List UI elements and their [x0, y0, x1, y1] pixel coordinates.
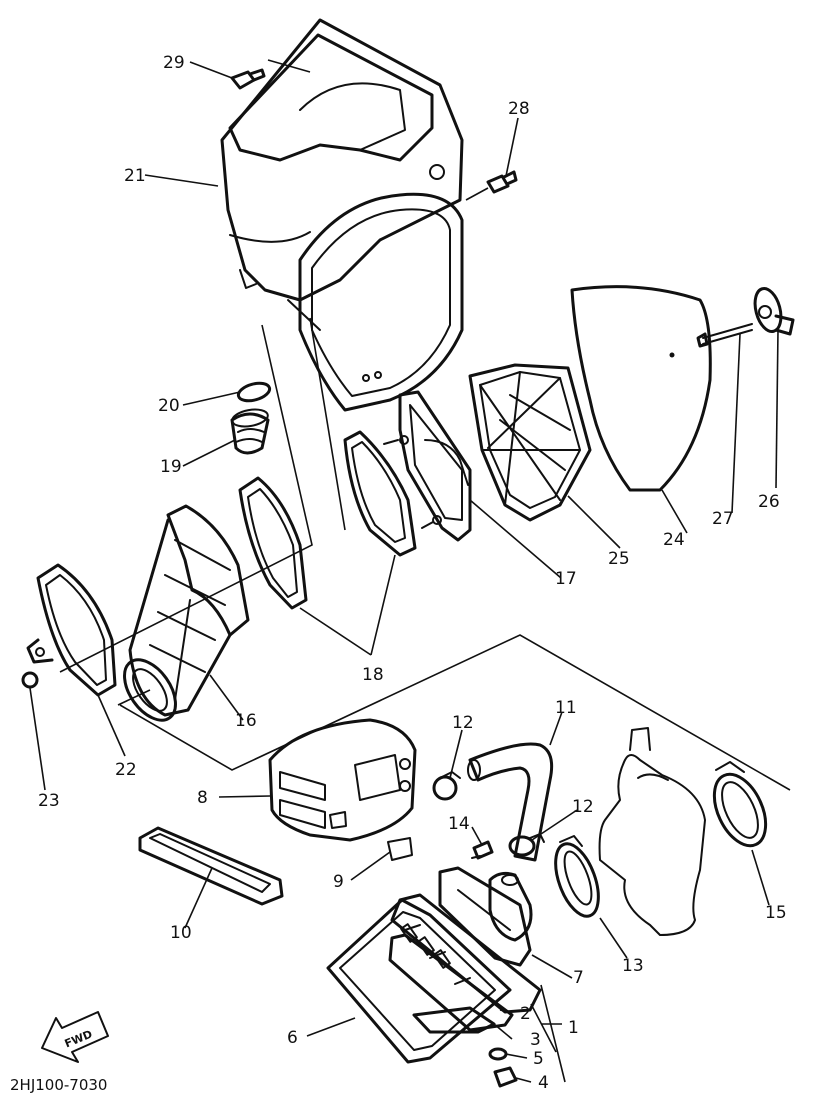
part-29-bolt	[230, 68, 266, 90]
callout-19: 19	[160, 457, 182, 477]
callout-11: 11	[555, 698, 577, 718]
callout-1: 1	[568, 1018, 579, 1038]
callout-27: 27	[712, 509, 734, 529]
part-19-joint	[230, 408, 270, 455]
part-23-screw	[21, 671, 39, 689]
callout-13: 13	[622, 956, 644, 976]
part-11-hose	[467, 742, 554, 862]
callout-6: 6	[287, 1028, 298, 1048]
part-25-guide	[468, 363, 592, 522]
fwd-label: FWD	[63, 1028, 95, 1051]
part-24-filter-element	[570, 285, 712, 492]
part-28-bolt	[486, 170, 518, 194]
part-3-stopper	[412, 1006, 496, 1034]
callout-labels: 29 21 28 20 19 24 27 26 25 17 18 16 22 2…	[38, 53, 787, 1093]
callout-4: 4	[538, 1073, 549, 1093]
part-21-air-filter-case	[220, 18, 464, 412]
callout-3: 3	[530, 1030, 541, 1050]
callout-15: 15	[765, 903, 787, 923]
callout-7: 7	[573, 968, 584, 988]
callout-12-lower: 12	[572, 797, 594, 817]
part-18-gasket-b	[238, 476, 308, 610]
callout-22: 22	[115, 760, 137, 780]
part-17-plate	[383, 390, 472, 542]
callout-5: 5	[533, 1049, 544, 1069]
part-8-cover	[268, 718, 417, 842]
carburetor-outline	[598, 727, 706, 936]
part-12-clamp-upper	[432, 771, 461, 801]
part-15-clamp	[712, 761, 768, 848]
part-18-gasket-a	[343, 430, 417, 557]
leader-lines	[29, 59, 779, 1083]
callout-18: 18	[362, 665, 384, 685]
part-13-carb-clamp	[554, 835, 600, 918]
callout-29: 29	[163, 53, 185, 73]
part-4-screw	[493, 1066, 518, 1088]
part-2-reed-valve	[388, 893, 542, 1032]
assembly-guide-lines	[59, 317, 791, 791]
callout-10: 10	[170, 923, 192, 943]
part-22-cover	[26, 563, 117, 697]
callout-24: 24	[663, 530, 685, 550]
callout-23: 23	[38, 791, 60, 811]
part-5-washer	[488, 1047, 508, 1061]
part-6-gasket	[326, 898, 512, 1064]
callout-9: 9	[333, 872, 344, 892]
part-20-clamp	[236, 381, 272, 403]
drawing-code: 2HJ100-7030	[10, 1076, 107, 1094]
part-14-screw	[471, 840, 494, 860]
callout-17: 17	[555, 569, 577, 589]
callout-28: 28	[508, 99, 530, 119]
callout-2: 2	[520, 1004, 531, 1024]
fwd-arrow-icon: FWD	[41, 1011, 109, 1063]
part-16-air-duct	[123, 504, 250, 722]
part-9-label	[387, 837, 413, 861]
callout-8: 8	[197, 788, 208, 808]
part-27-bolt	[696, 323, 753, 348]
callout-16: 16	[235, 711, 257, 731]
part-26-wing-nut	[753, 287, 795, 336]
callout-21: 21	[124, 166, 146, 186]
callout-14: 14	[448, 814, 470, 834]
callout-26: 26	[758, 492, 780, 512]
part-7-carb-joint	[438, 866, 533, 967]
callout-25: 25	[608, 549, 630, 569]
part-10-band	[138, 826, 284, 906]
callout-20: 20	[158, 396, 180, 416]
callout-12-upper: 12	[452, 713, 474, 733]
